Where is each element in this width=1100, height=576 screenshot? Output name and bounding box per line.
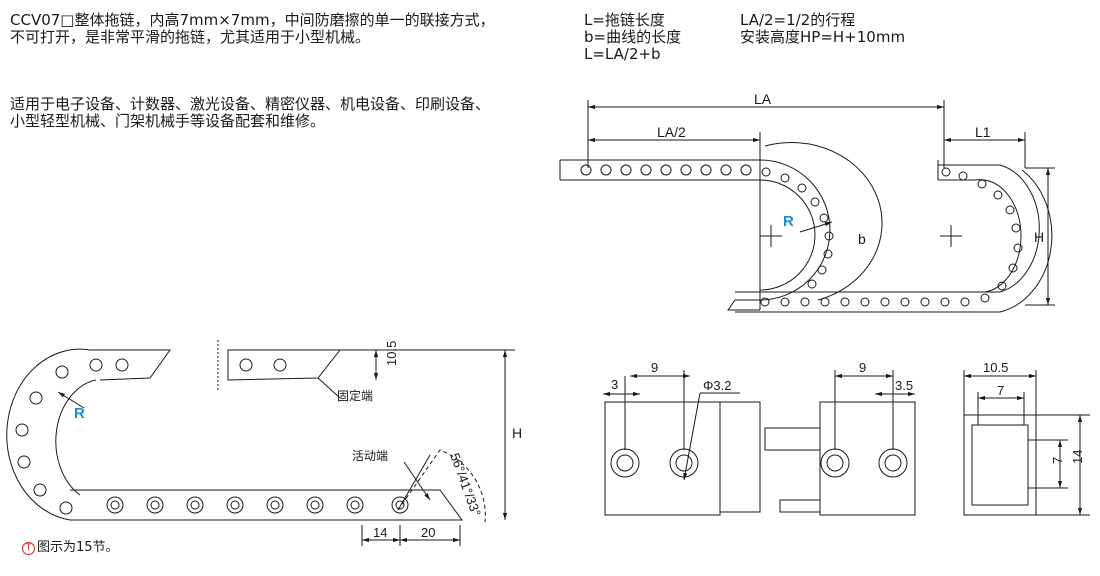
label-top-h: H [1034,229,1044,245]
label-left-h: H [512,425,522,441]
label-la: LA [754,91,772,107]
label-detail-phi: Φ3.2 [703,378,731,393]
label-la-half: LA/2 [657,124,686,140]
detail-top-view [764,370,916,516]
note-text: 图示为15节。 [37,540,119,555]
legend-l-definition: L=拖链长度 [584,11,665,29]
label-detail-9a: 9 [651,360,658,375]
top-chain-diagram [559,100,1055,313]
label-left-10-5: 10.5 [384,341,399,366]
label-detail-10-5: 10.5 [983,360,1008,375]
label-detail-3: 3 [611,377,618,392]
label-dim-20: 20 [421,525,435,540]
detail-end-view [963,370,1090,516]
label-left-radius: R [74,405,85,422]
top-chain-links [580,164,1023,307]
legend-travel: LA/2=1/2的行程 [740,11,856,29]
label-fixed-end: 固定端 [337,388,373,403]
legend-l-formula: L=LA/2+b [584,45,661,63]
label-dim-14: 14 [373,525,387,540]
legend-b-definition: b=曲线的长度 [584,28,682,46]
label-top-radius: R [783,213,794,230]
label-detail-14: 14 [1070,450,1085,464]
label-b: b [858,231,866,247]
left-chain-links [106,496,409,514]
legend-install-height: 安装高度HP=H+10mm [740,28,906,46]
note-marker-icon: T [22,542,35,555]
label-detail-7a: 7 [997,383,1004,398]
left-chain-diagram [6,340,515,546]
detail-side-view [603,370,761,516]
label-detail-9b: 9 [859,360,866,375]
description-paragraph-2: 适用于电子设备、计数器、激光设备、精密仪器、机电设备、印刷设备、小型轻型机械、门… [10,95,491,130]
label-l1: L1 [975,124,991,140]
label-detail-3-5: 3.5 [895,378,913,393]
description-paragraph-1: CCV07□整体拖链，内高7mm×7mm，中间防磨擦的单一的联接方式，不可打开，… [10,11,495,46]
label-moving-end: 活动端 [352,449,388,463]
label-detail-7b: 7 [1050,457,1065,464]
